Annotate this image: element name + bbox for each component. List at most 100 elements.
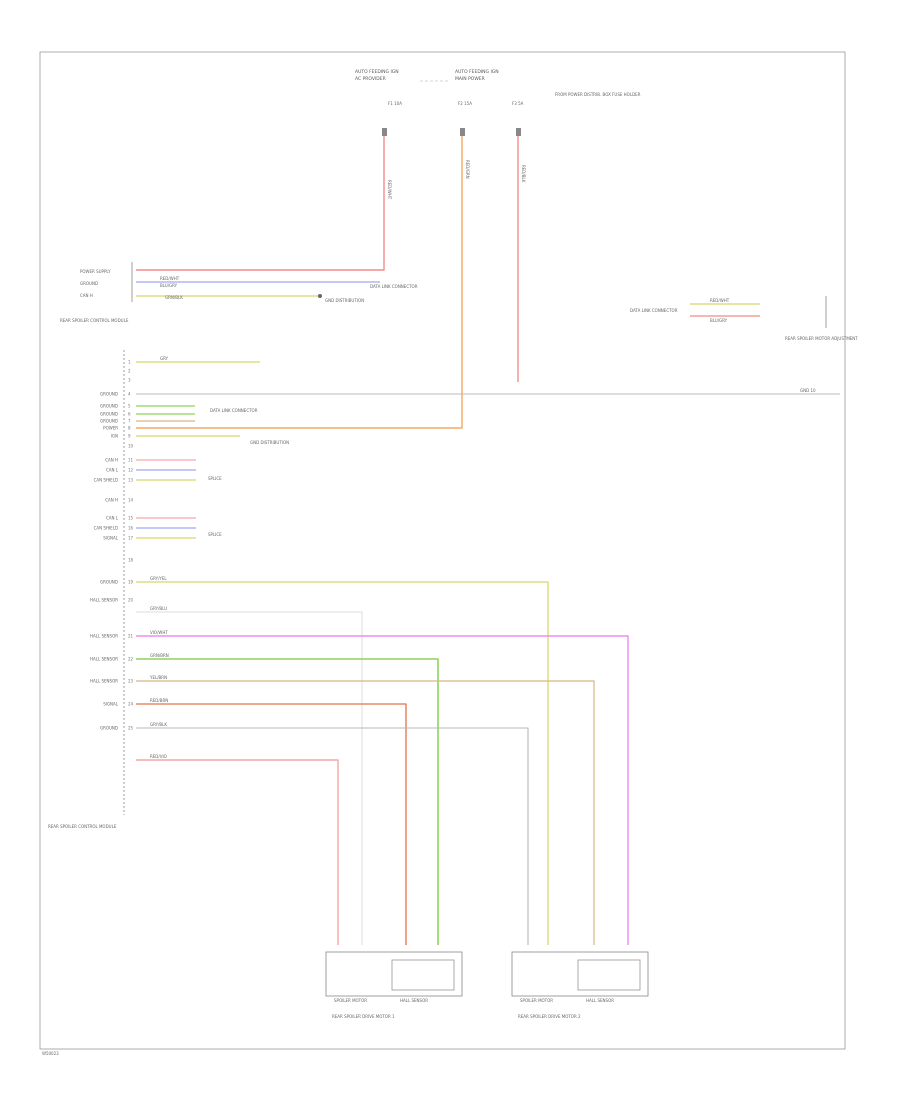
fuse-box-1-title: AUTO FEEDING IGN <box>355 69 399 75</box>
wire-pin1-label: GRY <box>160 356 169 361</box>
wire-pin23 <box>136 703 407 945</box>
module-pin-label: HALL SENSOR <box>90 598 118 603</box>
motor-1-sensor-box <box>391 959 455 991</box>
wire-pin19-label: GRY/BLU <box>150 606 167 611</box>
module-pin-list: 1234GROUND5GROUND6GROUND7GROUND8POWER9IG… <box>90 360 134 731</box>
module-title: REAR SPOILER CONTROL MODULE <box>48 824 117 829</box>
fuse-2: F2 15A <box>458 101 472 136</box>
fuse-box-1-subtitle: AC PROVIDER <box>355 76 386 82</box>
fuse-3: F3 5A <box>512 101 524 136</box>
module-pin-number: 3 <box>128 378 131 383</box>
upper-pin-3-label: CAN H <box>80 293 93 298</box>
motor-2: SPOILER MOTOR HALL SENSOR REAR SPOILER D… <box>511 951 649 1019</box>
right-connector: RED/WHT BLU/GRY DATA LINK CONNECTOR REAR… <box>630 296 858 341</box>
fuse-box-header-2: AUTO FEEDING IGN MAIN POWER <box>455 69 499 82</box>
wire-pin19 <box>136 611 363 945</box>
upper-connector: POWER SUPPLY GROUND CAN H REAR SPOILER C… <box>60 262 133 323</box>
wire-upper-pin1-label: RED/WHT <box>160 276 180 281</box>
module-pin-number: 15 <box>128 516 134 521</box>
motor-1-motor-label: SPOILER MOTOR <box>334 998 367 1003</box>
upper-pin-2-label: GROUND <box>80 281 98 286</box>
module-connector: REAR SPOILER CONTROL MODULE <box>48 350 125 829</box>
module-pin-number: 2 <box>128 369 131 374</box>
module-pin-label: GROUND <box>100 404 118 409</box>
module-pin-label: CAN L <box>106 468 119 473</box>
fuse-3-label: F3 5A <box>512 101 524 106</box>
module-pin-label: GROUND <box>100 419 118 424</box>
module-pin-number: 8 <box>128 426 131 431</box>
right-wire-b-label: BLU/GRY <box>710 318 728 323</box>
right-conn-note: REAR SPOILER MOTOR ADJUSTMENT <box>785 336 858 341</box>
wire-fuse2-label: RED/GRN <box>465 160 470 179</box>
module-pin-label: HALL SENSOR <box>90 657 118 662</box>
motor-2-box <box>511 951 649 997</box>
module-pin-number: 9 <box>128 434 131 439</box>
motor-2-sensor-box <box>577 959 641 991</box>
module-pin-label: GROUND <box>100 726 118 731</box>
wire-pin25-label: RED/VIO <box>150 754 167 759</box>
module-pin-number: 19 <box>128 580 134 585</box>
module-pin-label: CAN SHIELD <box>94 478 118 483</box>
fuse-2-label: F2 15A <box>458 101 472 106</box>
module-pin-number: 14 <box>128 498 134 503</box>
motor-2-motor-label: SPOILER MOTOR <box>520 998 553 1003</box>
footer-code: W50023 <box>42 1051 59 1056</box>
module-pin-number: 13 <box>128 478 134 483</box>
diagram-frame <box>39 51 846 1050</box>
wire-pin21-label: GRN/BRN <box>150 653 169 658</box>
data-link-label-2: DATA LINK CONNECTOR <box>210 408 258 413</box>
gnd-label: GND 10 <box>800 388 816 393</box>
ground-label-2: GND DISTRIBUTION <box>250 440 289 445</box>
module-pin-number: 10 <box>128 444 134 449</box>
module-pin-label: SIGNAL <box>103 536 119 541</box>
module-pin-label: CAN H <box>105 458 118 463</box>
module-pin-number: 24 <box>128 702 134 707</box>
motor-1-title: REAR SPOILER DRIVE MOTOR 1 <box>332 1014 395 1019</box>
module-pin-number: 25 <box>128 726 134 731</box>
data-link-label-1: DATA LINK CONNECTOR <box>370 284 418 289</box>
fuse-box-header-1: AUTO FEEDING IGN AC PROVIDER <box>355 69 399 82</box>
motor-1-sensor-label: HALL SENSOR <box>400 998 428 1003</box>
module-pin-number: 4 <box>128 392 131 397</box>
module-pin-number: 11 <box>128 458 134 463</box>
module-pin-label: GROUND <box>100 580 118 585</box>
right-conn-label: DATA LINK CONNECTOR <box>630 308 678 313</box>
splice-label-2: SPLICE <box>208 532 222 537</box>
wire-pin20-label: VIO/WHT <box>150 630 168 635</box>
ground-label-1: GND DISTRIBUTION <box>325 298 364 303</box>
module-pin-label: CAN H <box>105 498 118 503</box>
motor-2-sensor-label: HALL SENSOR <box>586 998 614 1003</box>
module-pin-label: IGN <box>111 434 118 439</box>
wire-upper-pin3-label: GRN/BLK <box>165 295 183 300</box>
motor-1: SPOILER MOTOR HALL SENSOR REAR SPOILER D… <box>325 951 463 1019</box>
fuse-1: F1 10A <box>382 101 402 136</box>
fuse-box-note: FROM POWER DISTRIB. BOX FUSE HOLDER <box>555 92 641 97</box>
wire-fuse3-label: RED/BLK <box>521 165 526 183</box>
module-pin-label: HALL SENSOR <box>90 679 118 684</box>
wire-pin17-label: GRY/YEL <box>150 576 167 581</box>
wire-pin21 <box>136 658 439 945</box>
module-pin-number: 21 <box>128 634 134 639</box>
fuse-3-icon <box>516 128 521 136</box>
wire-upper-pin2-label: BLU/GRY <box>160 283 178 288</box>
upper-pin-1-label: POWER SUPPLY <box>80 269 111 274</box>
right-wire-a-label: RED/WHT <box>710 298 730 303</box>
fuse-box-2-subtitle: MAIN POWER <box>455 76 485 82</box>
motor-2-title: REAR SPOILER DRIVE MOTOR 2 <box>518 1014 581 1019</box>
wire-pin24-label: GRY/BLK <box>150 722 167 727</box>
fuse-box-2-title: AUTO FEEDING IGN <box>455 69 499 75</box>
module-pin-label: POWER <box>103 426 118 431</box>
splice-label-1: SPLICE <box>208 476 222 481</box>
wire-pin23-label: RED/BRN <box>150 698 168 703</box>
fuse-2-icon <box>460 128 465 136</box>
wire-fuse2-feed <box>136 136 463 429</box>
module-pin-number: 1 <box>128 360 131 365</box>
module-pin-label: CAN L <box>106 516 119 521</box>
wire-pin24 <box>136 727 529 945</box>
module-pin-number: 5 <box>128 404 131 409</box>
wire-pin22-label: YEL/BRN <box>149 675 167 680</box>
wire-pin20 <box>136 635 629 945</box>
wire-pin22 <box>136 680 595 945</box>
motor-1-box <box>325 951 463 997</box>
